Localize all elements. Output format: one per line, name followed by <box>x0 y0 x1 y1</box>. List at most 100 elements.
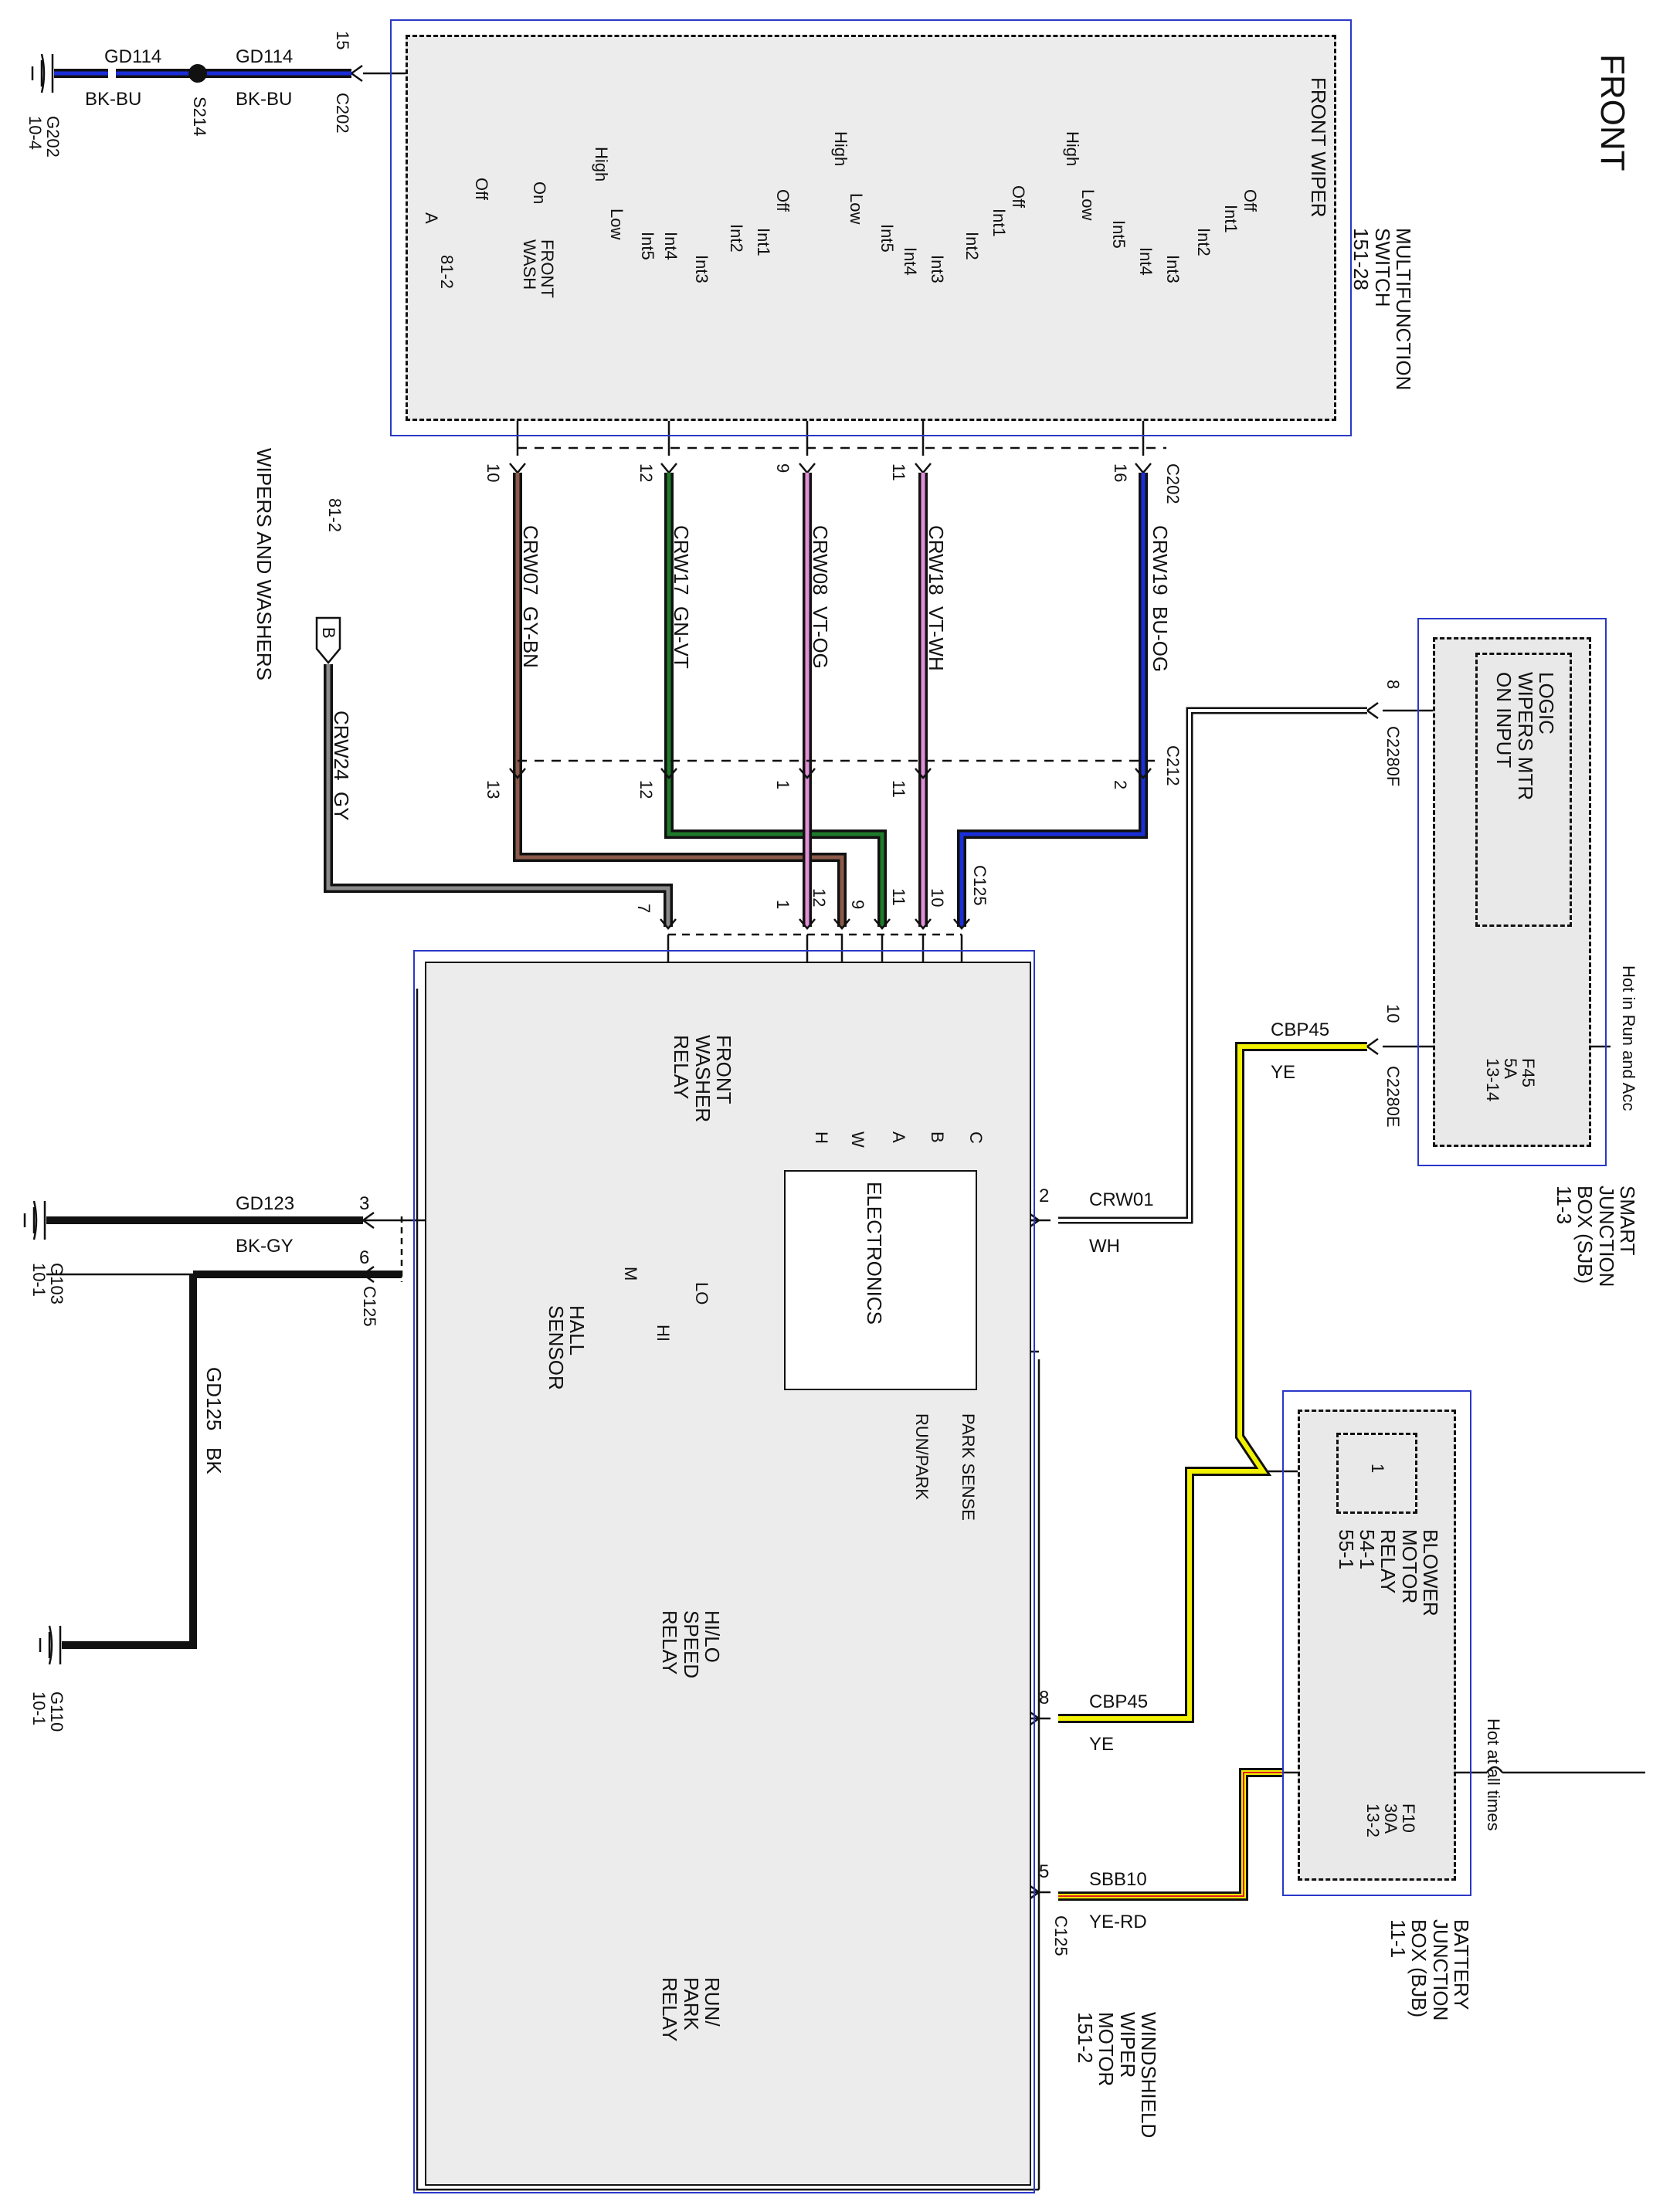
lo-label: LO <box>692 1282 711 1305</box>
c202-pin-9: 9 <box>773 463 793 473</box>
front-wiper-label: FRONT WIPER <box>1307 77 1330 218</box>
switch2-low-label: Low <box>847 193 866 225</box>
switch2-int4-label: Int4 <box>901 247 920 276</box>
c125-pin-2: 2 <box>1039 1186 1050 1206</box>
run-park-relay-label: RUN/ PARK RELAY <box>658 1977 724 2042</box>
c125-label-top: C125 <box>970 865 989 906</box>
electronics-label: ELECTRONICS <box>863 1182 886 1325</box>
c212-pin-11: 11 <box>889 780 908 798</box>
hall-sensor-label: HALL SENSOR <box>544 1305 589 1390</box>
wipers-ref-81-2: 81-2 <box>325 498 345 533</box>
wiper-motor-panel <box>413 950 1035 2193</box>
c202-label: C202 <box>1163 463 1183 504</box>
ref-b-letter: B <box>319 627 338 639</box>
s214-label: S214 <box>190 97 209 137</box>
smart-junction-box <box>1417 618 1607 1166</box>
switch1-int4-label: Int4 <box>661 232 681 260</box>
ref-pentagon-b-icon <box>315 616 341 664</box>
c125-pin-12: 12 <box>810 888 829 908</box>
f10-fuse-label: F10 30A 13-2 <box>1363 1803 1418 1838</box>
gd114-label-left: GD114 <box>104 46 162 67</box>
c202-pin-12: 12 <box>636 463 656 483</box>
c202-label-top: C202 <box>333 93 352 134</box>
cbp45-label-upper: CBP45 <box>1271 1019 1330 1040</box>
g202-label: G202 10-4 <box>25 116 63 158</box>
switch3-int4-label: Int4 <box>1136 247 1156 276</box>
crw07-label: CRW07 GY-BN <box>519 525 542 668</box>
battery-junction-box <box>1282 1390 1471 1896</box>
pin-a-label: A <box>889 1131 908 1143</box>
crw24-label: CRW24 GY <box>330 711 353 821</box>
pin-c-label: C <box>966 1131 986 1144</box>
c125-pin-5: 5 <box>1039 1861 1050 1882</box>
c125-pin-10: 10 <box>928 888 947 908</box>
pin-15: 15 <box>333 31 352 50</box>
front-wash-label: FRONT WASH <box>519 239 557 298</box>
ye-label-upper: YE <box>1271 1062 1296 1083</box>
crw01-label: CRW01 <box>1089 1189 1154 1210</box>
sbb10-label: SBB10 <box>1089 1869 1147 1890</box>
switch3-int5-label: Int5 <box>1109 220 1129 249</box>
c125-pin-9: 9 <box>848 900 867 910</box>
switch3-high-label: High <box>1063 131 1082 167</box>
switch1-high-label: High <box>592 147 611 182</box>
c202-pin-16: 16 <box>1111 463 1130 483</box>
c125-pin-3: 3 <box>359 1193 370 1214</box>
diagram-title: FRONT <box>1594 54 1631 171</box>
wire-crw01 <box>1058 707 1367 1224</box>
ye-rd-label: YE-RD <box>1089 1912 1147 1932</box>
multifunction-switch-panel <box>390 19 1352 436</box>
sjb-inner <box>1433 637 1591 1147</box>
cbp45-label-lower: CBP45 <box>1089 1691 1149 1712</box>
pin-b-label: B <box>928 1131 947 1143</box>
c2280e-label: C2280E <box>1383 1066 1403 1128</box>
multifunction-switch-inner <box>406 35 1336 421</box>
c125-pin-1: 1 <box>773 900 793 910</box>
c2280f-label: C2280F <box>1383 726 1403 787</box>
switch3-off-label: Off <box>1241 189 1260 212</box>
sjb-component-label: SMART JUNCTION BOX (SJB) 11-3 <box>1553 1186 1639 1288</box>
c212-pin-2: 2 <box>1111 780 1130 790</box>
crw18-label: CRW18 VT-WH <box>925 525 948 671</box>
electronics-box <box>784 1170 977 1390</box>
splice-s214 <box>188 64 207 83</box>
wipers-washers-label: WIPERS AND WASHERS <box>253 448 276 680</box>
c125-pin-8: 8 <box>1039 1688 1050 1708</box>
windshield-wiper-motor-label: WINDSHIELD WIPER MOTOR 151-2 <box>1074 2012 1160 2139</box>
sjb-hot-label: Hot in Run and Acc <box>1619 965 1638 1111</box>
switch3-int1-label: Int1 <box>1221 205 1241 233</box>
gd125-label: GD125 BK <box>202 1367 226 1474</box>
switch2-off-label: Off <box>1009 185 1028 208</box>
ye-label-lower: YE <box>1089 1734 1115 1755</box>
c2280e-pin-10: 10 <box>1383 1004 1403 1023</box>
bjb-component-label: BATTERY JUNCTION BOX (BJB) 11-1 <box>1387 1919 1473 2021</box>
bk-bu-label-left: BK-BU <box>85 89 142 110</box>
switch2-high-label: High <box>831 131 850 167</box>
hi-label: HI <box>653 1325 673 1342</box>
crw08-label: CRW08 VT-OG <box>809 525 832 669</box>
switch1-int2-label: Int2 <box>727 224 746 253</box>
run-park-label: RUN/PARK <box>912 1413 932 1501</box>
switch3-int3-label: Int3 <box>1163 255 1183 283</box>
ref-a-letter: A <box>422 212 441 224</box>
ground-g103-icon <box>23 1200 46 1240</box>
wiper-motor-inner <box>425 962 1031 2186</box>
switch1-off-label: Off <box>773 189 793 212</box>
wh-label: WH <box>1089 1236 1120 1257</box>
wire-crw19 <box>957 473 1148 927</box>
off-label: Off <box>472 178 491 200</box>
switch2-int5-label: Int5 <box>877 224 897 253</box>
bk-gy-label: BK-GY <box>236 1236 294 1257</box>
g110-label: G110 10-1 <box>29 1691 66 1732</box>
c125-pin-6: 6 <box>359 1247 370 1268</box>
c2280f-pin-8: 8 <box>1383 680 1403 690</box>
bjb-hot-label: Hot at all times <box>1484 1718 1503 1831</box>
gd123-label: GD123 <box>236 1193 295 1214</box>
multifunction-switch-label: MULTIFUNCTION SWITCH 151-28 <box>1349 228 1415 391</box>
c212-pin-12: 12 <box>636 780 656 799</box>
gd114-label-right: GD114 <box>236 46 294 67</box>
switch2-int1-label: Int1 <box>989 209 1009 237</box>
blower-motor-relay-label: BLOWER MOTOR RELAY 54-1 55-1 <box>1334 1529 1442 1617</box>
c212-pin-13: 13 <box>484 780 503 799</box>
